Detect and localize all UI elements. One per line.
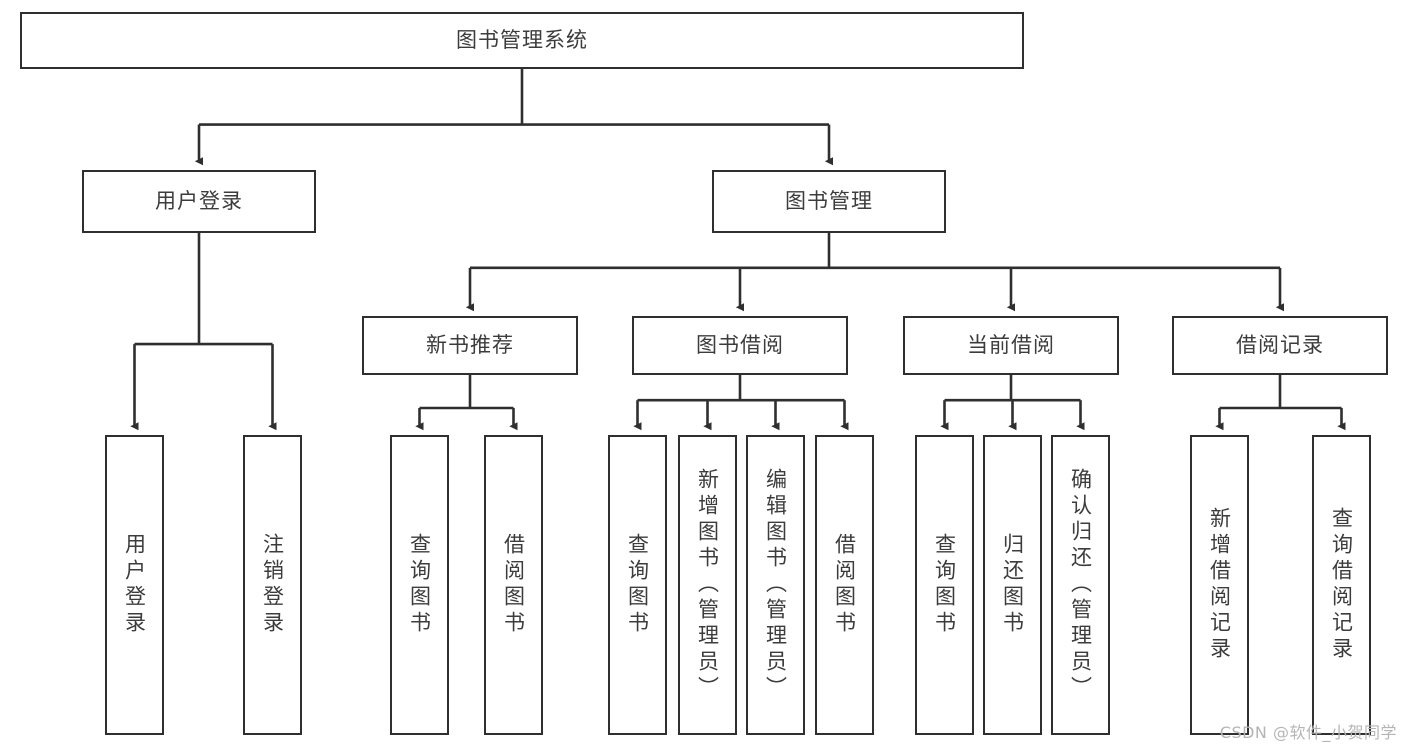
node-leaf-query-record-label: 查询借阅记录 — [1329, 507, 1354, 663]
node-leaf-borrow-book-2-label: 借阅图书 — [832, 533, 857, 637]
node-leaf-query-book-3[interactable]: 查询图书 — [915, 435, 974, 735]
node-leaf-user-login-label: 用户登录 — [122, 533, 147, 637]
node-leaf-add-record[interactable]: 新增借阅记录 — [1190, 435, 1249, 735]
node-leaf-query-book-1[interactable]: 查询图书 — [390, 435, 449, 735]
node-leaf-query-book-2-label: 查询图书 — [625, 533, 650, 637]
node-borrow-record-label: 借阅记录 — [1236, 332, 1324, 357]
node-leaf-add-book[interactable]: 新增图书（管理员） — [678, 435, 737, 735]
node-book-manage-label: 图书管理 — [785, 188, 873, 213]
node-leaf-query-book-2[interactable]: 查询图书 — [608, 435, 667, 735]
node-leaf-add-book-label: 新增图书（管理员） — [695, 468, 720, 702]
node-leaf-logout-label: 注销登录 — [260, 533, 285, 637]
node-current-borrow-label: 当前借阅 — [967, 332, 1055, 357]
node-book-borrow[interactable]: 图书借阅 — [632, 316, 848, 375]
node-root[interactable]: 图书管理系统 — [20, 12, 1024, 69]
node-leaf-logout[interactable]: 注销登录 — [243, 435, 302, 735]
node-leaf-borrow-book-1[interactable]: 借阅图书 — [484, 435, 543, 735]
node-leaf-query-book-3-label: 查询图书 — [932, 533, 957, 637]
node-leaf-confirm-return[interactable]: 确认归还（管理员） — [1051, 435, 1110, 735]
node-leaf-borrow-book-1-label: 借阅图书 — [501, 533, 526, 637]
node-leaf-edit-book[interactable]: 编辑图书（管理员） — [746, 435, 805, 735]
node-root-label: 图书管理系统 — [456, 27, 588, 52]
node-leaf-add-record-label: 新增借阅记录 — [1207, 507, 1232, 663]
node-leaf-edit-book-label: 编辑图书（管理员） — [763, 468, 788, 702]
node-leaf-return-book-label: 归还图书 — [1000, 533, 1025, 637]
node-user-login[interactable]: 用户登录 — [82, 170, 316, 233]
node-new-book-recommend[interactable]: 新书推荐 — [362, 316, 578, 375]
node-leaf-query-book-1-label: 查询图书 — [407, 533, 432, 637]
node-borrow-record[interactable]: 借阅记录 — [1172, 316, 1388, 375]
node-leaf-confirm-return-label: 确认归还（管理员） — [1068, 468, 1093, 702]
node-current-borrow[interactable]: 当前借阅 — [903, 316, 1119, 375]
node-leaf-user-login[interactable]: 用户登录 — [105, 435, 164, 735]
node-book-borrow-label: 图书借阅 — [696, 332, 784, 357]
node-book-manage[interactable]: 图书管理 — [712, 170, 946, 233]
node-user-login-label: 用户登录 — [155, 188, 243, 213]
node-new-book-recommend-label: 新书推荐 — [426, 332, 514, 357]
node-leaf-return-book[interactable]: 归还图书 — [983, 435, 1042, 735]
node-leaf-query-record[interactable]: 查询借阅记录 — [1312, 435, 1371, 735]
node-leaf-borrow-book-2[interactable]: 借阅图书 — [815, 435, 874, 735]
